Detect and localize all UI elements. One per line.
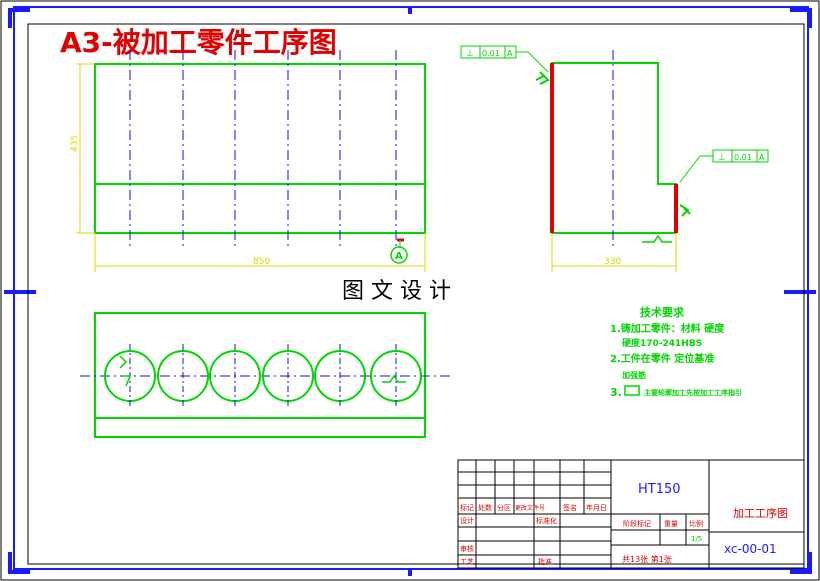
weight-label: 重量 [664, 520, 678, 528]
tech-req-line4: 加强筋 [621, 370, 646, 380]
watermark-text: 图 文 设 计 [342, 279, 451, 304]
locating-symbol-bore [382, 374, 406, 383]
top-view-outline [94, 312, 426, 438]
title-block [457, 459, 805, 569]
sheet-info-label: 共13张 第1张 [622, 554, 672, 564]
drawing-name-label: 加工工序图 [733, 506, 788, 520]
drawing-number-label: xc-00-01 [724, 542, 777, 556]
height-dimension-text: 435 [70, 135, 80, 152]
tech-req-box-symbol [624, 385, 640, 396]
length-dimension-text: 850 [253, 257, 270, 267]
frame-corner-markers [4, 6, 816, 576]
scale-value: 1/5 [691, 535, 702, 543]
revision-row-labels: 标记 处数 分区 更改文件号 签名 年月日 [460, 503, 607, 512]
cylinder-bores [104, 350, 422, 402]
process-label: 工艺 [460, 558, 474, 566]
length-dimension [94, 233, 426, 272]
review-label: 审核 [460, 544, 474, 553]
side-view: 330 ⊥ 0.01 A ⊥ 0.01 A [460, 45, 769, 272]
top-view [80, 312, 452, 438]
tolerance-top-value: 0.01 [482, 49, 500, 58]
datum-symbol [390, 238, 408, 264]
tolerance-right-value: 0.01 [734, 153, 752, 162]
tech-requirements: 技术要求 1.铸加工零件：材料 硬度 硬度170-241HBS 2.工件在零件 … [610, 305, 742, 399]
svg-text:更改文件号: 更改文件号 [515, 504, 545, 512]
tolerance-right-symbol: ⊥ [718, 153, 726, 163]
side-width-dimension-text: 330 [604, 257, 621, 267]
designer-label: 设计 [460, 516, 474, 525]
tech-req-line5: 3. [610, 386, 622, 399]
side-view-outline [551, 62, 677, 234]
approve-label: 批准 [538, 557, 552, 566]
side-width-dimension [551, 233, 677, 272]
svg-text:标记: 标记 [460, 503, 474, 512]
drawing-title: A3-被加工零件工序图 [60, 26, 337, 59]
tolerance-top-datum: A [507, 49, 513, 58]
tech-req-line6: 主要轮廓加工先按加工工序指引 [644, 388, 742, 397]
tech-req-line1: 1.铸加工零件：材料 硬度 [610, 322, 725, 335]
svg-text:分区: 分区 [497, 503, 511, 512]
tolerance-frame-right [679, 149, 769, 183]
tech-req-line2: 硬度170-241HBS [622, 337, 702, 349]
datum-label: A [395, 251, 403, 262]
scale-label: 比例 [689, 519, 703, 528]
tolerance-frame-top [460, 45, 549, 73]
drawing-area-border [27, 23, 805, 565]
tech-req-heading: 技术要求 [640, 305, 685, 319]
locating-pin-symbol [119, 355, 132, 387]
clamp-symbol-right [679, 204, 691, 217]
svg-text:处数: 处数 [478, 503, 492, 512]
tech-req-line3: 2.工件在零件 定位基准 [610, 352, 714, 365]
clamp-symbol-top [535, 71, 550, 85]
svg-text:年月日: 年月日 [586, 503, 607, 512]
svg-text:签名: 签名 [563, 503, 577, 512]
standard-label: 标准化 [536, 516, 557, 525]
front-view-centerlines [129, 50, 397, 246]
stage-label: 阶段标记 [623, 519, 651, 528]
tolerance-top-symbol: ⊥ [466, 49, 474, 59]
locating-symbol [642, 234, 672, 243]
height-dimension [76, 63, 95, 234]
material-label: HT150 [638, 482, 681, 497]
front-view-outline [94, 63, 426, 234]
front-view: 435 850 A [70, 50, 426, 272]
tolerance-right-datum: A [759, 153, 765, 162]
